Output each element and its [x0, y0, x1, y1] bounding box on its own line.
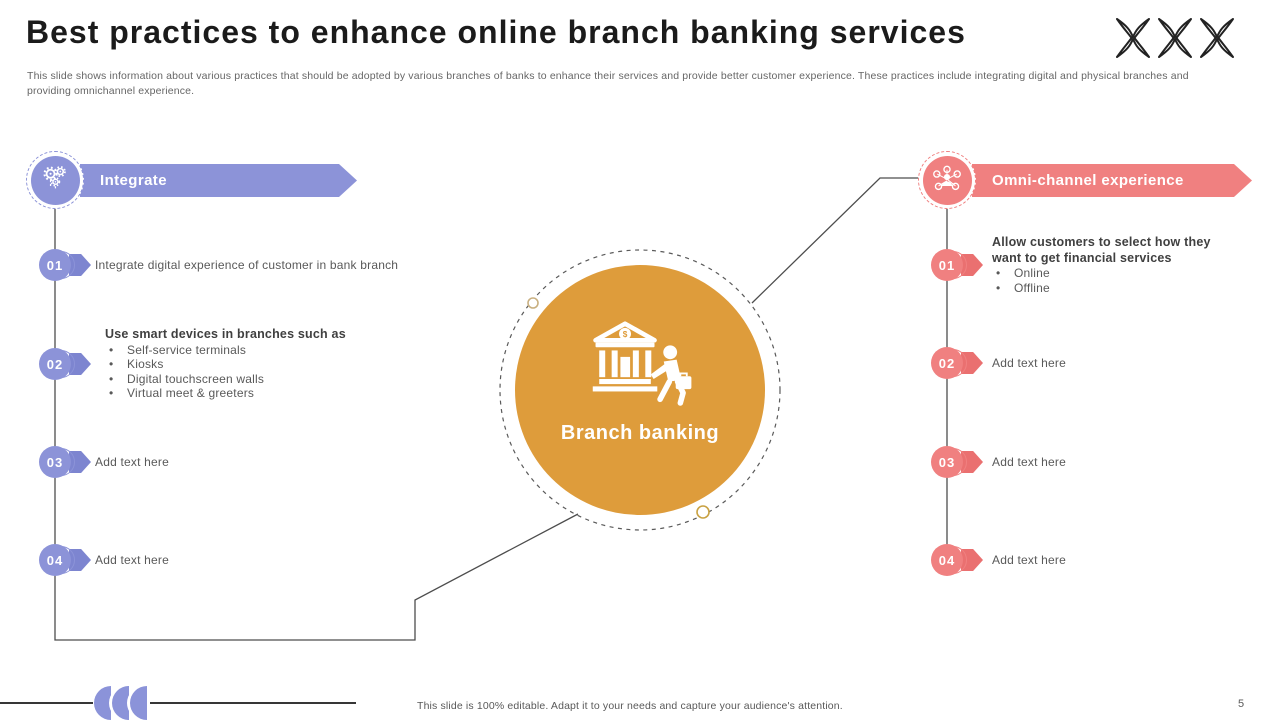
omnichannel-section-icon	[918, 151, 976, 209]
right-step-badge-04: 04	[931, 544, 987, 576]
bullet-icon: •	[109, 357, 114, 371]
right-item-4-placeholder[interactable]: Add text here	[992, 553, 1066, 567]
step-number: 04	[931, 544, 963, 576]
step-number: 01	[931, 249, 963, 281]
badge-arrow-tab	[961, 254, 983, 276]
left-item-3-placeholder[interactable]: Add text here	[95, 455, 169, 469]
slide-description: This slide shows information about vario…	[27, 70, 1189, 98]
right-item-3-placeholder[interactable]: Add text here	[992, 455, 1066, 469]
four-point-star-icon	[1116, 18, 1150, 58]
bullet-icon: •	[109, 342, 114, 357]
badge-arrow-tab	[961, 352, 983, 374]
omnichannel-banner-label: Omni-channel experience	[992, 172, 1184, 189]
bullet-item: • Online	[992, 266, 1232, 281]
omnichannel-icon	[922, 155, 972, 205]
bullet-item: • Kiosks	[105, 357, 385, 372]
step-number: 04	[39, 544, 71, 576]
bullet-text: Virtual meet & greeters	[127, 386, 255, 400]
left-step-badge-04: 04	[39, 544, 95, 576]
badge-arrow-tab	[69, 353, 91, 375]
page-number: 5	[1238, 698, 1245, 710]
four-point-star-icon	[1200, 18, 1234, 58]
bullet-text: Kiosks	[127, 357, 164, 371]
triple-crescent-logo	[94, 686, 111, 720]
left-step-badge-01: 01	[39, 249, 95, 281]
gears-icon	[30, 155, 80, 205]
integrate-banner: Integrate	[80, 164, 357, 197]
bank-building-person-icon: $	[590, 317, 696, 411]
company-logo	[1113, 16, 1237, 60]
right-item-2-placeholder[interactable]: Add text here	[992, 356, 1066, 370]
bullet-text: Digital touchscreen walls	[127, 371, 265, 386]
badge-arrow-tab	[961, 451, 983, 473]
badge-arrow-tab	[69, 254, 91, 276]
step-number: 02	[931, 347, 963, 379]
integrate-section-icon	[26, 151, 84, 209]
bullet-icon: •	[996, 280, 1001, 295]
bullet-text: Offline	[1014, 280, 1050, 295]
step-number: 02	[39, 348, 71, 380]
right-step-badge-03: 03	[931, 446, 987, 478]
bullet-item: • Virtual meet & greeters	[105, 386, 385, 401]
left-item-1-text: Integrate digital experience of customer…	[95, 258, 399, 272]
right-step-badge-01: 01	[931, 249, 987, 281]
badge-arrow-tab	[961, 549, 983, 571]
step-number: 03	[931, 446, 963, 478]
left-item-2-block: Use smart devices in branches such as • …	[105, 327, 385, 401]
left-step-badge-02: 02	[39, 348, 95, 380]
bullet-icon: •	[109, 386, 114, 400]
left-item-2-heading: Use smart devices in branches such as	[105, 327, 346, 341]
right-item-1-heading: Allow customers to select how they want …	[992, 235, 1211, 265]
triple-crescent-logo	[112, 686, 129, 720]
four-point-star-icon	[1158, 18, 1192, 58]
bullet-text: Self-service terminals	[127, 342, 247, 357]
bullet-item: • Self-service terminals	[105, 343, 385, 358]
integrate-banner-label: Integrate	[100, 172, 167, 189]
branch-banking-label: Branch banking	[560, 422, 720, 444]
right-step-badge-02: 02	[931, 347, 987, 379]
step-number: 01	[39, 249, 71, 281]
bullet-icon: •	[109, 371, 114, 386]
step-number: 03	[39, 446, 71, 478]
svg-text:$: $	[623, 329, 628, 339]
editability-note: This slide is 100% editable. Adapt it to…	[417, 700, 843, 712]
badge-arrow-tab	[69, 451, 91, 473]
bullet-icon: •	[996, 266, 1001, 280]
right-item-1-block: Allow customers to select how they want …	[992, 235, 1232, 295]
page-title: Best practices to enhance online branch …	[26, 14, 966, 50]
left-step-badge-03: 03	[39, 446, 95, 478]
omnichannel-banner: Omni-channel experience	[972, 164, 1252, 197]
badge-arrow-tab	[69, 549, 91, 571]
left-item-4-placeholder[interactable]: Add text here	[95, 553, 169, 567]
bullet-item: • Digital touchscreen walls	[105, 372, 385, 387]
bullet-text: Online	[1014, 266, 1050, 280]
triple-crescent-logo	[130, 686, 147, 720]
bullet-item: • Offline	[992, 281, 1232, 296]
